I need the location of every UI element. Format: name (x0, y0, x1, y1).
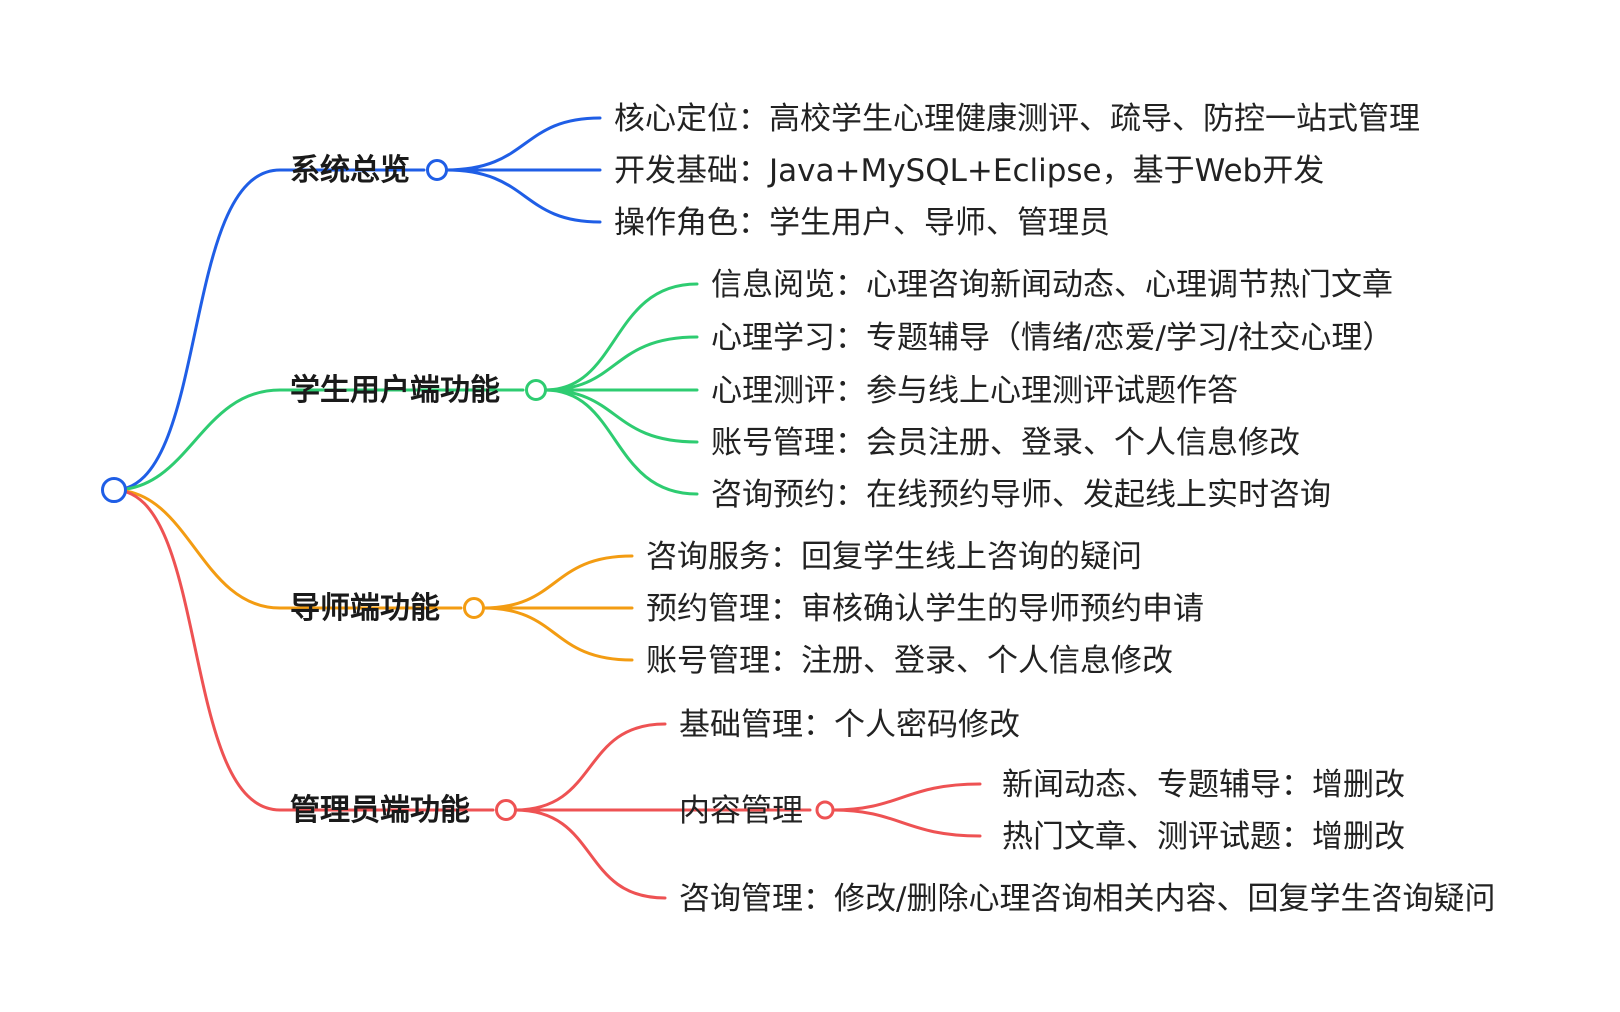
leaf-mentor-2: 预约管理：审核确认学生的导师预约申请 (646, 591, 1204, 627)
leaf-student-4: 账号管理：会员注册、登录、个人信息修改 (711, 425, 1300, 461)
edge-admin-3 (513, 808, 667, 900)
leaf-overview-3: 操作角色：学生用户、导师、管理员 (614, 205, 1110, 241)
leaf-admin-3: 咨询管理：修改/删除心理咨询相关内容、回复学生咨询疑问 (679, 881, 1495, 917)
leaf-student-5: 咨询预约：在线预约导师、发起线上实时咨询 (711, 477, 1331, 513)
edge-root-admin (112, 488, 282, 812)
edge-content-2 (831, 808, 982, 838)
edge-root-student (112, 388, 282, 492)
leaf-student-3: 心理测评：参与线上心理测评试题作答 (711, 373, 1238, 409)
edge-mentor-3 (481, 606, 634, 662)
edge-student-2 (543, 335, 699, 392)
edge-admin-1 (513, 722, 667, 812)
branch-label-overview: 系统总览 (290, 153, 410, 188)
branch-label-student: 学生用户端功能 (290, 373, 500, 408)
edge-mentor-1 (481, 554, 634, 610)
edge-student-4 (543, 388, 699, 444)
edge-student-5 (543, 388, 699, 496)
branch-label-mentor: 导师端功能 (290, 591, 440, 626)
leaf-admin-2: 内容管理 (679, 793, 803, 829)
edge-overview-1 (444, 116, 602, 172)
edge-student-1 (543, 282, 699, 392)
leaf-overview-1: 核心定位：高校学生心理健康测评、疏导、防控一站式管理 (614, 101, 1420, 137)
edge-overview-3 (444, 168, 602, 224)
edge-content-1 (831, 782, 982, 812)
node-admin (495, 799, 517, 821)
leaf-mentor-1: 咨询服务：回复学生线上咨询的疑问 (646, 539, 1142, 575)
node-student (525, 379, 547, 401)
leaf-student-2: 心理学习：专题辅导（情绪/恋爱/学习/社交心理） (711, 320, 1393, 356)
edge-root-overview (112, 168, 282, 492)
branch-label-admin: 管理员端功能 (290, 793, 470, 828)
node-overview (426, 159, 448, 181)
leaf-admin-1: 基础管理：个人密码修改 (679, 707, 1020, 743)
leaf-student-1: 信息阅览：心理咨询新闻动态、心理调节热门文章 (711, 267, 1393, 303)
leaf-content-2: 热门文章、测评试题：增删改 (1002, 819, 1405, 855)
root-node (101, 477, 127, 503)
node-content-management (815, 800, 835, 820)
leaf-mentor-3: 账号管理：注册、登录、个人信息修改 (646, 643, 1173, 679)
leaf-overview-2: 开发基础：Java+MySQL+Eclipse，基于Web开发 (614, 153, 1324, 189)
leaf-content-1: 新闻动态、专题辅导：增删改 (1002, 767, 1405, 803)
node-mentor (463, 597, 485, 619)
edge-root-mentor (112, 488, 282, 610)
